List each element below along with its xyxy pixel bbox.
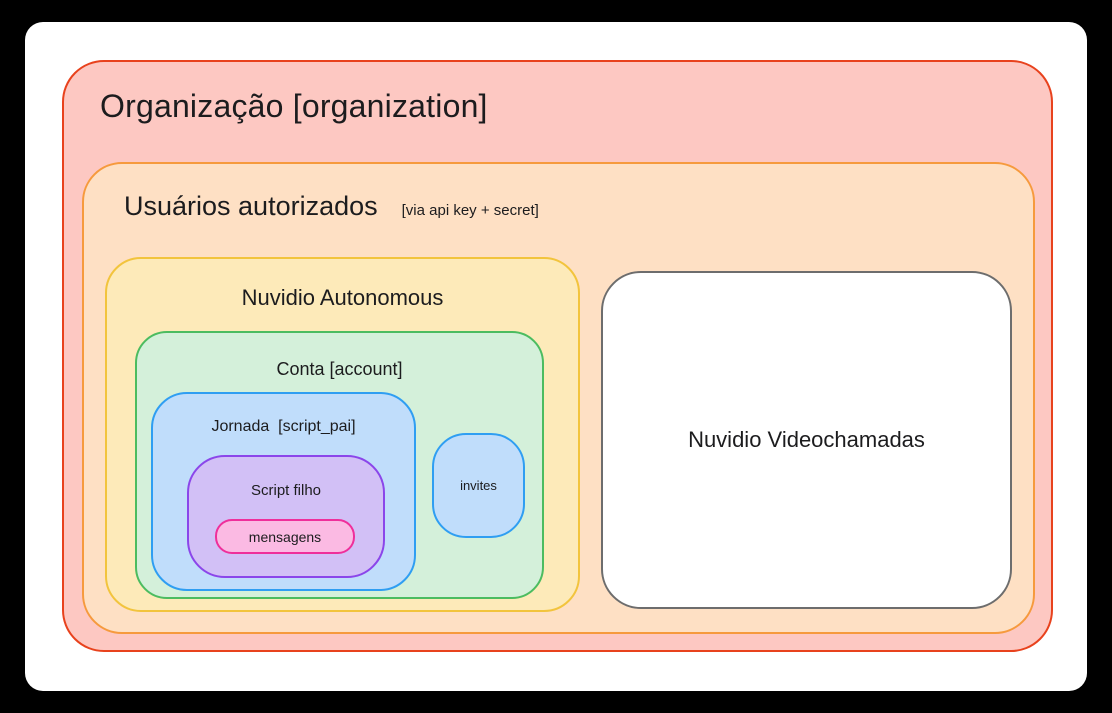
script-filho-box: Script filho mensagens <box>187 455 385 578</box>
script-filho-label: Script filho <box>250 482 322 499</box>
nuvidio-autonomous-label: Nuvidio Autonomous <box>241 285 444 310</box>
authorized-users-label: Usuários autorizados <box>124 191 378 221</box>
conta-account-box: Conta [account] Jornada [script_pai] Scr… <box>135 331 544 599</box>
conta-account-label: Conta [account] <box>276 359 403 379</box>
invites-box: invites <box>432 433 525 538</box>
jornada-script-pai-box: Jornada [script_pai] Script filho mensag… <box>151 392 416 591</box>
mensagens-box: mensagens <box>215 519 355 554</box>
jornada-script-pai-label: Jornada [script_pai] <box>211 418 356 435</box>
authorized-users-header: Usuários autorizados [via api key + secr… <box>124 190 539 224</box>
nuvidio-videochamadas-box: Nuvidio Videochamadas <box>601 271 1012 609</box>
nuvidio-videochamadas-label: Nuvidio Videochamadas <box>688 427 925 452</box>
diagram-card: Organização [organization] Usuários auto… <box>25 22 1087 691</box>
mensagens-label: mensagens <box>248 528 322 545</box>
organization-box: Organização [organization] Usuários auto… <box>62 60 1053 652</box>
organization-label: Organização [organization] <box>100 88 488 124</box>
authorized-users-note: [via api key + secret] <box>401 202 539 219</box>
authorized-users-box: Usuários autorizados [via api key + secr… <box>82 162 1035 634</box>
invites-label: invites <box>460 478 497 493</box>
nuvidio-autonomous-box: Nuvidio Autonomous Conta [account] Jorna… <box>105 257 580 612</box>
